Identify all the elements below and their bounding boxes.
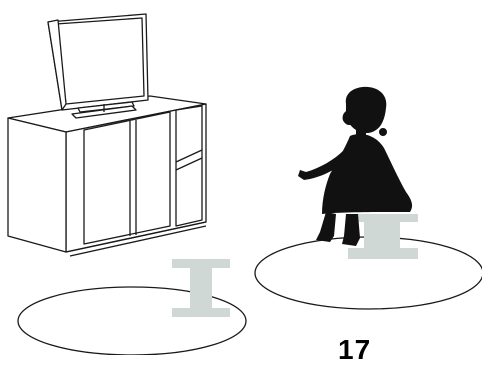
page-number: 17: [338, 336, 371, 364]
illustration-scene: [0, 0, 482, 355]
tv-cabinet: [8, 96, 206, 256]
stool-empty: [172, 259, 230, 317]
